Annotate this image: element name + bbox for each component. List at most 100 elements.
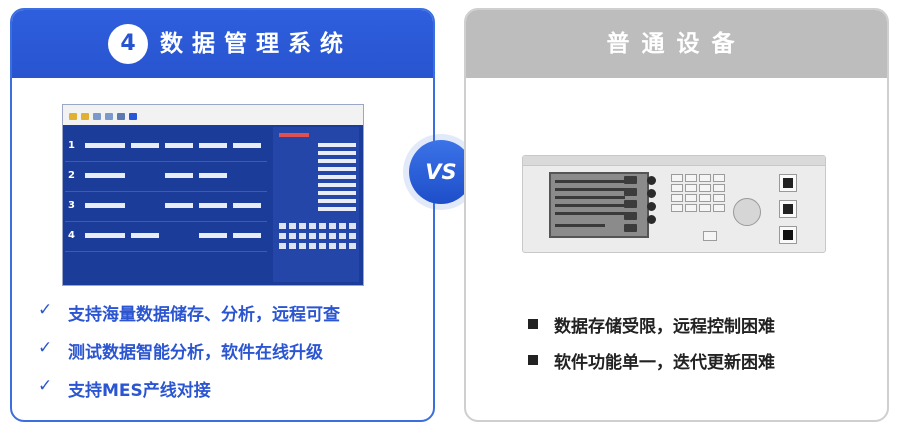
navigation-knob xyxy=(733,198,761,226)
keypad-key xyxy=(309,243,316,249)
bullet-square-icon xyxy=(528,319,538,329)
device-top-bar xyxy=(523,156,825,166)
panel-field xyxy=(318,175,356,179)
round-button xyxy=(647,215,656,224)
keypad-key xyxy=(685,174,697,182)
keypad-key xyxy=(713,194,725,202)
keypad-key xyxy=(289,243,296,249)
software-field xyxy=(199,173,227,178)
keypad-key xyxy=(699,204,711,212)
usb-port xyxy=(703,231,717,241)
softkey-button xyxy=(624,176,637,184)
folder-icon xyxy=(81,113,89,120)
software-screenshot: 1 2 3 4 xyxy=(62,104,364,286)
row-number: 2 xyxy=(68,170,75,181)
screen-line xyxy=(555,188,625,191)
keypad-key xyxy=(713,184,725,192)
keypad-key xyxy=(671,174,683,182)
panel-field xyxy=(318,183,356,187)
screen-line xyxy=(555,224,605,227)
panel-field xyxy=(318,143,356,147)
software-field xyxy=(233,203,261,208)
software-field xyxy=(199,233,227,238)
software-field xyxy=(233,233,261,238)
panel-header xyxy=(279,133,309,137)
arrow-icon xyxy=(129,113,137,120)
panel-field xyxy=(318,167,356,171)
keypad-key xyxy=(349,233,356,239)
keypad-key xyxy=(699,194,711,202)
keypad-key xyxy=(699,184,711,192)
software-field xyxy=(85,233,125,238)
right-card-title: 普通设备 xyxy=(606,31,747,57)
software-field xyxy=(165,203,193,208)
keypad-key xyxy=(685,194,697,202)
row-number: 1 xyxy=(68,140,75,151)
keypad-key xyxy=(339,223,346,229)
instrument-image xyxy=(522,155,826,253)
software-field xyxy=(165,143,193,148)
panel-field xyxy=(318,207,356,211)
keypad-key xyxy=(671,204,683,212)
keypad-key xyxy=(339,233,346,239)
feature-text: 测试数据智能分析，软件在线升级 xyxy=(68,343,323,363)
check-icon: ✓ xyxy=(38,376,53,396)
keypad-key xyxy=(279,233,286,239)
section-number-badge: 4 xyxy=(108,24,148,64)
keypad-key xyxy=(713,204,725,212)
keypad-key xyxy=(349,243,356,249)
software-field xyxy=(233,143,261,148)
software-field xyxy=(85,143,125,148)
keypad-key xyxy=(299,223,306,229)
power-switch xyxy=(779,226,797,244)
check-icon: ✓ xyxy=(38,338,53,358)
feature-text: 支持海量数据储存、分析，远程可查 xyxy=(68,305,340,325)
reset-button xyxy=(779,174,797,192)
vs-badge: VS xyxy=(409,140,473,204)
screen-line xyxy=(555,196,625,199)
left-card-title: 数据管理系统 xyxy=(160,31,352,57)
screen-line xyxy=(555,212,625,215)
keypad-key xyxy=(329,233,336,239)
keypad-key xyxy=(299,233,306,239)
keypad-key xyxy=(289,233,296,239)
software-row: 1 xyxy=(65,131,267,162)
right-card-header: 普通设备 xyxy=(466,10,887,78)
document-icon xyxy=(105,113,113,120)
panel-field xyxy=(318,151,356,155)
keypad-key xyxy=(349,223,356,229)
screen-line xyxy=(555,204,625,207)
softkey-button xyxy=(624,212,637,220)
software-row: 2 xyxy=(65,161,267,192)
keypad-key xyxy=(685,184,697,192)
test-button xyxy=(779,200,797,218)
software-field xyxy=(131,233,159,238)
keypad-key xyxy=(319,243,326,249)
keypad-key xyxy=(685,204,697,212)
keypad-key xyxy=(309,233,316,239)
panel-field xyxy=(318,199,356,203)
keypad-key xyxy=(713,174,725,182)
software-field xyxy=(85,173,125,178)
keypad-key xyxy=(329,223,336,229)
software-field xyxy=(199,203,227,208)
keypad-key xyxy=(279,243,286,249)
software-side-panel xyxy=(273,127,359,282)
keypad-key xyxy=(329,243,336,249)
row-number: 3 xyxy=(68,200,75,211)
round-button xyxy=(647,202,656,211)
row-number: 4 xyxy=(68,230,75,241)
feature-text: 支持MES产线对接 xyxy=(68,381,211,401)
keypad-key xyxy=(671,194,683,202)
keypad-key xyxy=(289,223,296,229)
point-text: 数据存储受限，远程控制困难 xyxy=(554,317,775,337)
folder-icon xyxy=(69,113,77,120)
keypad-key xyxy=(339,243,346,249)
softkey-button xyxy=(624,224,637,232)
save-icon xyxy=(93,113,101,120)
softkey-button xyxy=(624,200,637,208)
software-row: 3 xyxy=(65,191,267,222)
keypad-key xyxy=(279,223,286,229)
panel-field xyxy=(318,191,356,195)
keypad-key xyxy=(319,223,326,229)
